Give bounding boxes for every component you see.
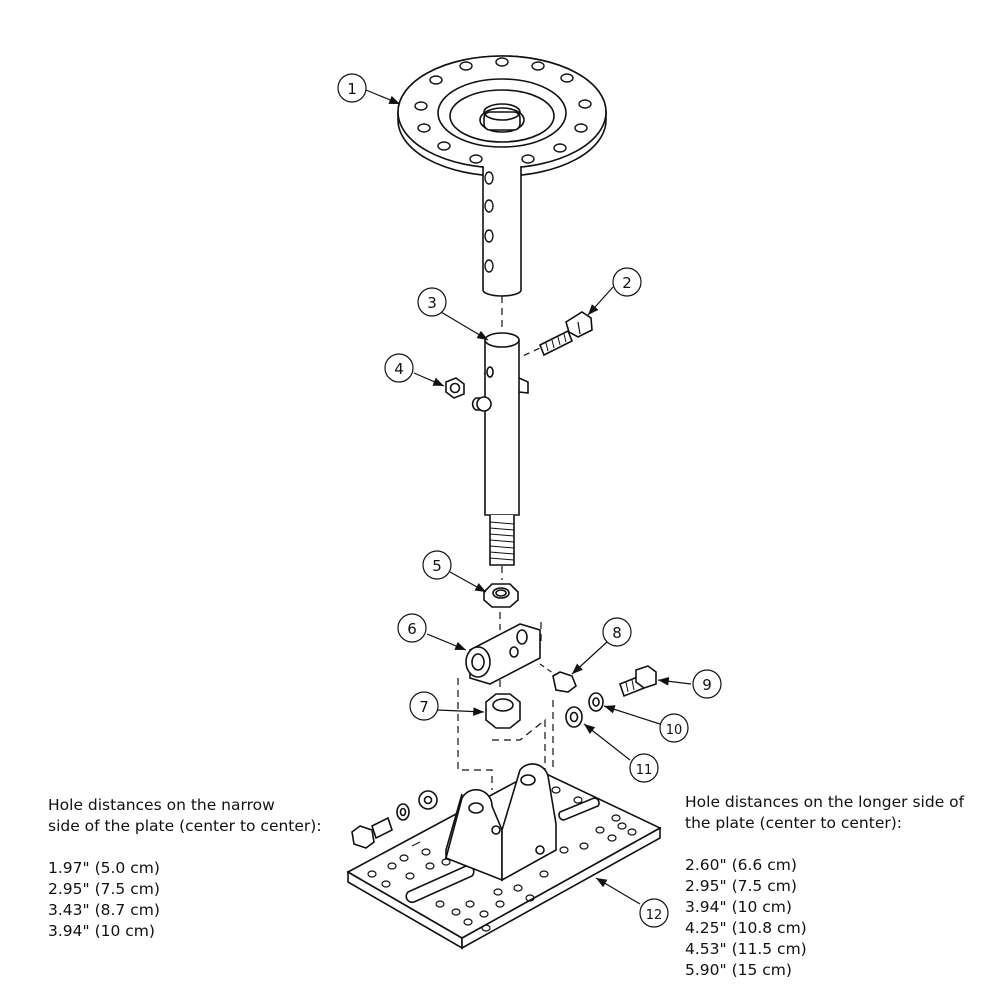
longer-side-value: 2.60" (6.6 cm)	[685, 856, 797, 874]
longer-side-value: 4.53" (11.5 cm)	[685, 940, 807, 958]
callout-label-5: 5	[432, 557, 442, 575]
longer-side-heading-line2: the plate (center to center):	[685, 814, 903, 832]
part-2-bolt	[538, 311, 593, 357]
part-9-bolt	[619, 665, 657, 698]
narrow-side-heading-line2: side of the plate (center to center):	[48, 817, 322, 835]
longer-side-value: 3.94" (10 cm)	[685, 898, 792, 916]
longer-side-value: 2.95" (7.5 cm)	[685, 877, 797, 895]
callout-label-2: 2	[622, 274, 632, 292]
part-5-hex-nut	[483, 583, 519, 608]
narrow-side-value: 1.97" (5.0 cm)	[48, 859, 160, 877]
part-10-lock-washer	[588, 692, 604, 712]
narrow-side-note: Hole distances on the narrow side of the…	[48, 795, 348, 942]
longer-side-value: 5.90" (15 cm)	[685, 961, 792, 979]
callout-label-9: 9	[702, 676, 712, 694]
narrow-side-value: 2.95" (7.5 cm)	[48, 880, 160, 898]
part-6-coupling	[465, 623, 541, 685]
callout-label-11: 11	[636, 763, 653, 778]
leader-lines	[365, 89, 692, 905]
callout-label-12: 12	[646, 908, 663, 923]
narrow-side-heading-line1: Hole distances on the narrow	[48, 796, 275, 814]
upper-pole-holes	[484, 171, 494, 273]
flange-holes	[414, 57, 592, 164]
part-7-coupling-nut	[485, 693, 521, 729]
plate-bolt-set	[351, 790, 438, 849]
part-4-nut	[445, 377, 465, 399]
callout-label-8: 8	[612, 624, 622, 642]
callout-label-3: 3	[427, 294, 437, 312]
callout-label-10: 10	[666, 723, 683, 738]
callout-label-4: 4	[394, 360, 404, 378]
part-12-base-plate	[346, 763, 662, 950]
callout-numbers: 1 2 3 4 5 6 7 8 9 10 11 12	[347, 80, 712, 923]
part-8-bolt	[539, 663, 577, 693]
longer-side-value: 4.25" (10.8 cm)	[685, 919, 807, 937]
callout-label-1: 1	[347, 80, 357, 98]
callout-label-7: 7	[419, 698, 429, 716]
part-3-lower-pole	[471, 332, 529, 566]
part-11-washer	[565, 706, 583, 728]
longer-side-note: Hole distances on the longer side of the…	[685, 792, 985, 981]
narrow-side-value: 3.94" (10 cm)	[48, 922, 155, 940]
callout-label-6: 6	[407, 620, 417, 638]
narrow-side-value: 3.43" (8.7 cm)	[48, 901, 160, 919]
part-1-ceiling-flange	[397, 55, 607, 297]
callout-circles	[337, 73, 722, 928]
longer-side-heading-line1: Hole distances on the longer side of	[685, 793, 965, 811]
